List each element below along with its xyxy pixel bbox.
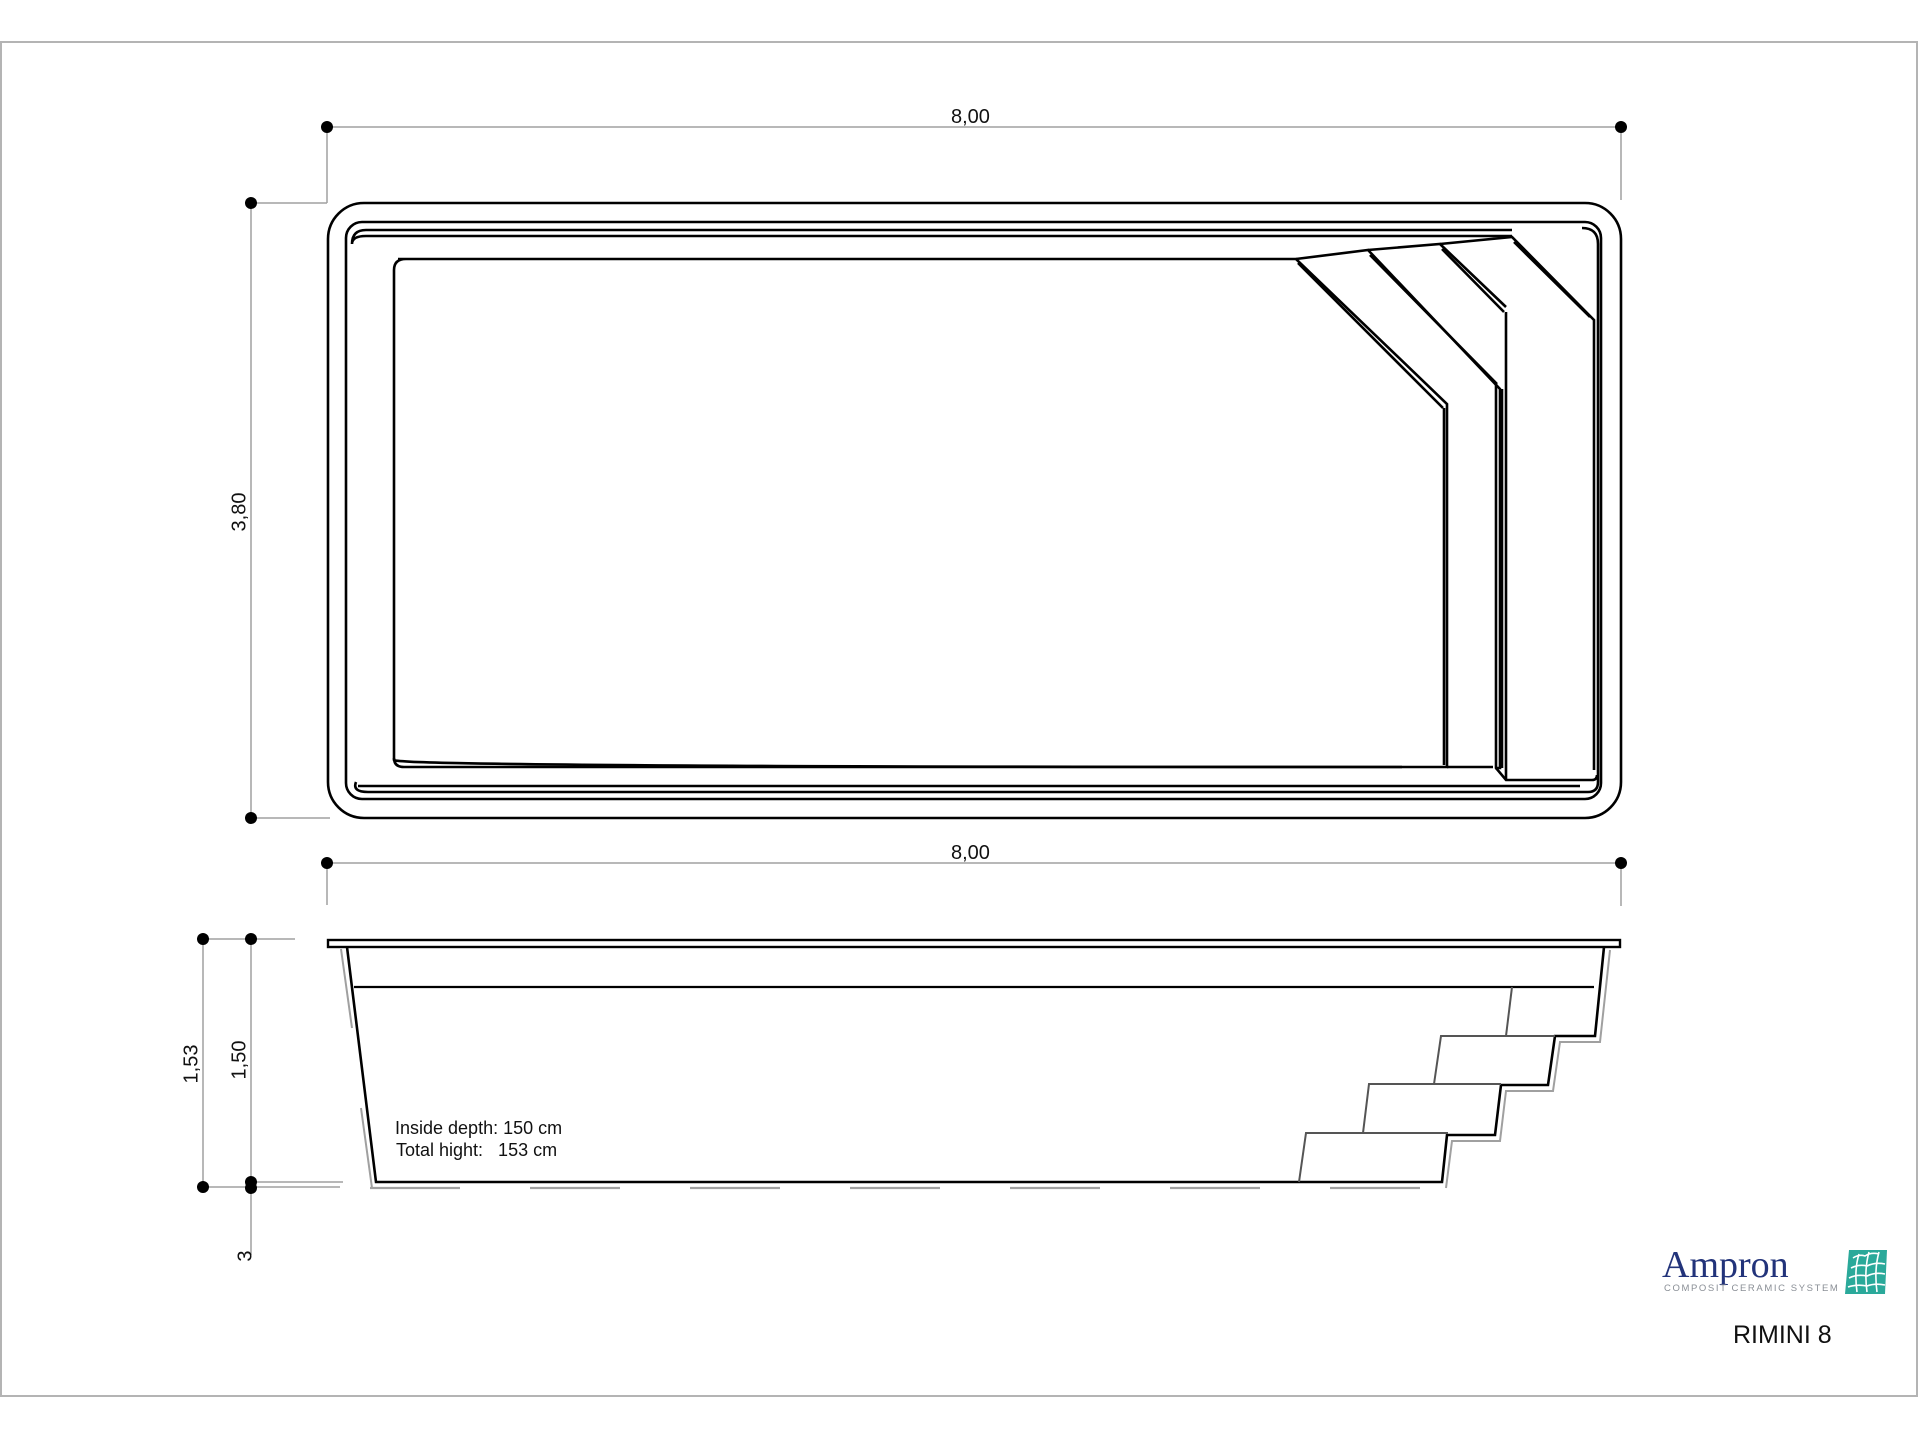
brand-tagline: COMPOSIT CERAMIC SYSTEM (1664, 1283, 1840, 1294)
plan-width-label: 3,80 (228, 492, 251, 532)
plan-length-label: 8,00 (951, 106, 990, 128)
coping-height-label: 3 (234, 1250, 257, 1262)
total-height-label: 1,53 (180, 1044, 203, 1084)
plan-dimension-dots (245, 121, 1627, 824)
section-dimension-lines (202, 862, 1622, 1255)
pool-plan-view (326, 201, 1623, 820)
drawing-frame (0, 41, 1918, 1397)
total-height-note: Total hight: 153 cm (396, 1140, 558, 1160)
ampron-logo-mark (1845, 1250, 1887, 1294)
section-length-label: 8,00 (951, 842, 990, 864)
brand-name: Ampron (1662, 1244, 1789, 1286)
inside-depth-label: 1,50 (228, 1040, 251, 1080)
pool-section-view (326, 938, 1622, 1190)
model-name: RIMINI 8 (1733, 1321, 1832, 1349)
section-dimension-dots (197, 857, 1627, 1194)
inside-depth-note: Inside depth: 150 cm (395, 1118, 563, 1138)
plan-dimension-lines (250, 126, 1622, 819)
ampron-logo: Ampron COMPOSIT CERAMIC SYSTEM (1662, 1246, 1892, 1296)
